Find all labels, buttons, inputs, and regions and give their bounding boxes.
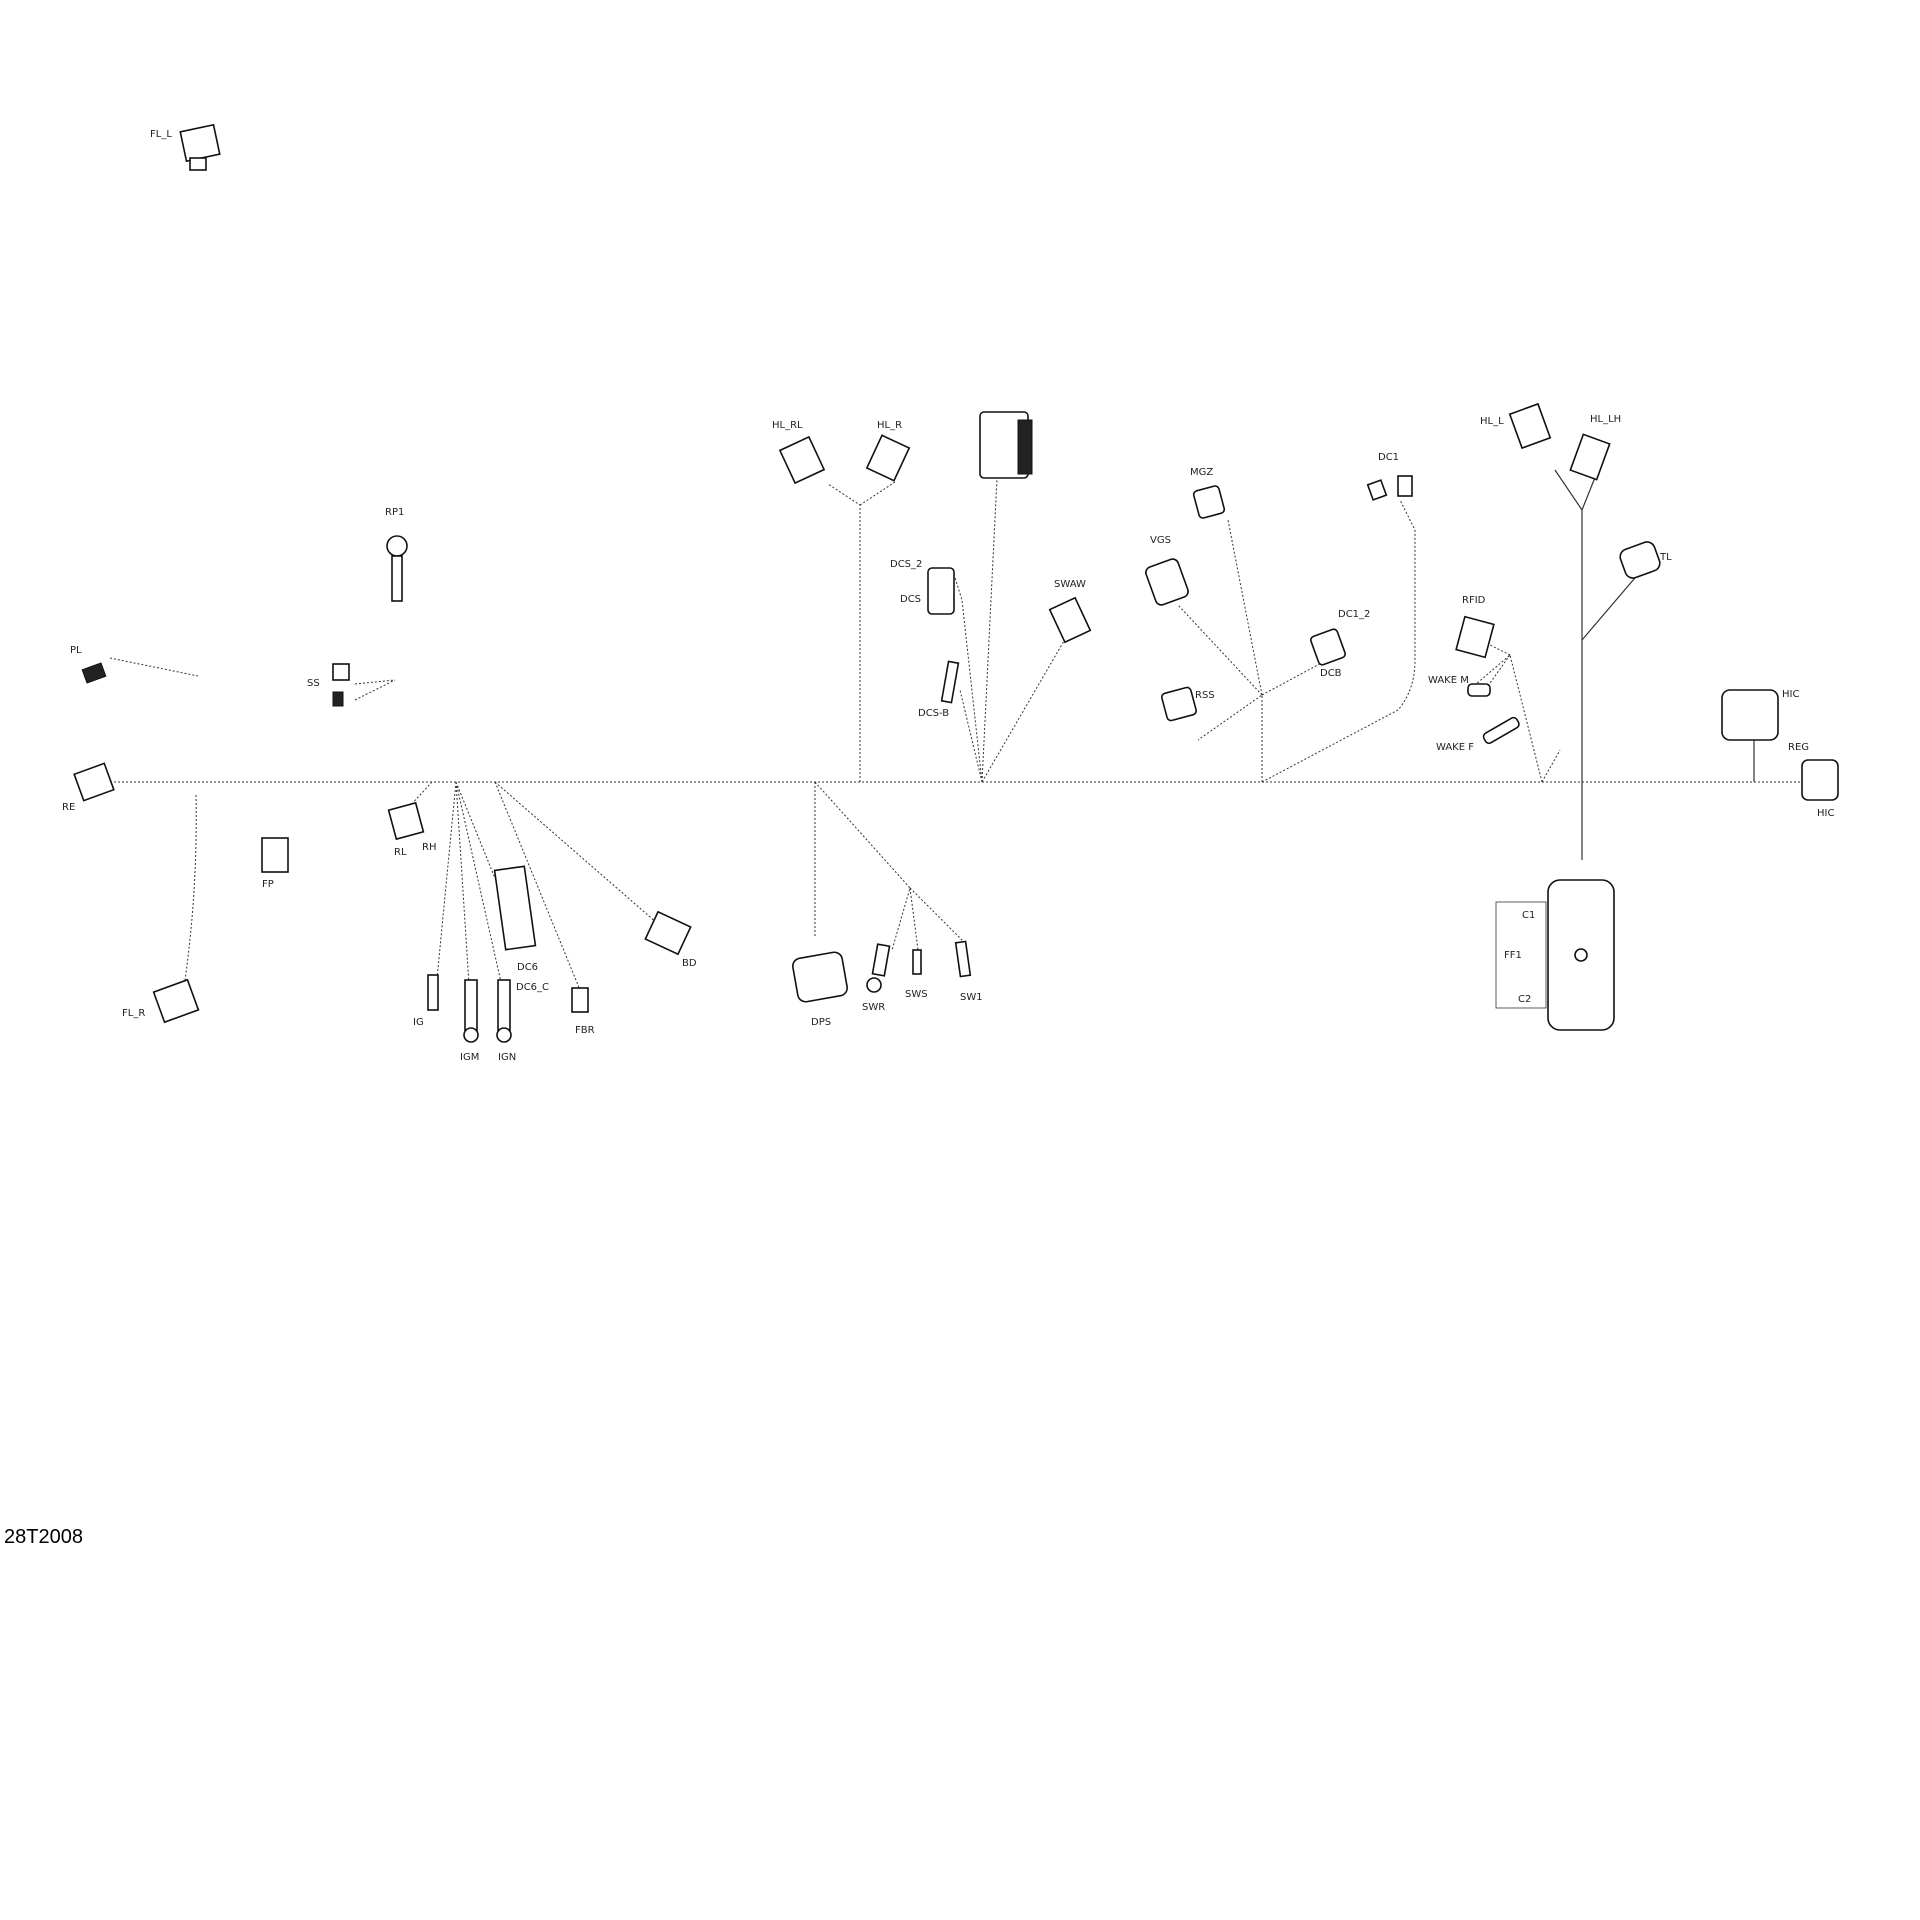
label-dc6: DC6	[517, 962, 538, 973]
label-rfid: RFID	[1462, 595, 1486, 606]
connector-hl-rl-icon	[778, 435, 826, 485]
label-hl-lh: HL_LH	[1590, 414, 1621, 425]
connector-dcb-icon	[1310, 628, 1346, 666]
ecu-module-icon	[1495, 879, 1615, 1031]
branch-fbr-bd	[494, 781, 666, 991]
connector-tl-icon	[1619, 541, 1661, 579]
connector-rfid-icon	[1455, 615, 1495, 659]
label-ign: IGN	[498, 1052, 516, 1063]
label-swr: SWR	[862, 1002, 885, 1013]
label-hic-top: HIC	[1782, 689, 1799, 700]
label-dcs-2: DCS_2	[890, 559, 922, 570]
label-ecu-ff1: FF1	[1504, 950, 1522, 961]
label-sw1: SW1	[960, 992, 983, 1003]
label-fbr: FBR	[575, 1025, 595, 1036]
label-fl-l: FL_L	[150, 129, 172, 140]
connector-swaw-icon	[1048, 596, 1092, 644]
label-tl: TL	[1659, 552, 1672, 563]
connector-fl-r-icon	[152, 978, 200, 1024]
connector-dps-icon	[792, 951, 848, 1003]
label-re: RE	[62, 802, 75, 813]
label-fp: FP	[262, 879, 274, 890]
ground-stud-ig-icon	[427, 974, 439, 1011]
branch-fl-r	[181, 794, 197, 1001]
connector-fl-l-icon	[179, 123, 221, 171]
fuse-dcs-b-icon	[940, 660, 960, 704]
branch-switches	[814, 781, 967, 951]
connector-dc1-icon	[1366, 475, 1413, 501]
label-hl-rl: HL_RL	[772, 420, 803, 431]
terminal-sw1-icon	[954, 940, 972, 978]
label-fl-r: FL_R	[122, 1008, 145, 1019]
label-ig: IG	[413, 1017, 424, 1028]
connector-hl-l-icon	[1508, 402, 1552, 450]
connector-large-block-icon	[979, 411, 1033, 479]
label-ecu-c1: C1	[1522, 910, 1535, 921]
label-rh: RH	[422, 842, 436, 853]
label-hl-r: HL_R	[877, 420, 902, 431]
branch-hl-l	[1554, 464, 1641, 782]
ring-terminal-igm-icon	[463, 979, 479, 1043]
connector-pl-icon	[81, 662, 107, 684]
connector-dcs-icon	[927, 567, 955, 615]
label-bd: BD	[682, 958, 697, 969]
terminal-sws-icon	[912, 949, 922, 975]
connector-bd-icon	[644, 910, 692, 956]
ring-terminal-ign-icon	[496, 979, 512, 1043]
label-mgz: MGZ	[1190, 467, 1213, 478]
label-wake-f: WAKE F	[1436, 742, 1474, 753]
label-dc1-2: DC1_2	[1338, 609, 1370, 620]
label-dcs: DCS	[900, 594, 921, 605]
ring-terminal-swr-icon	[866, 943, 891, 993]
branch-hl	[827, 481, 896, 782]
branch-ground-studs	[433, 781, 521, 1011]
connector-re-icon	[73, 762, 115, 802]
label-rss: RSS	[1195, 690, 1215, 701]
plug-wake-m-icon	[1467, 683, 1491, 697]
connector-hl-lh-icon	[1569, 433, 1611, 481]
connector-fbr-icon	[571, 987, 589, 1013]
connector-rl-icon	[387, 801, 425, 841]
label-dps: DPS	[811, 1017, 831, 1028]
plug-wake-f-icon	[1482, 716, 1520, 745]
ring-terminal-rp1-icon	[386, 535, 408, 602]
branch-rfid-wake	[1471, 635, 1561, 783]
connector-ss-icon	[332, 663, 350, 707]
label-igm: IGM	[460, 1052, 479, 1063]
connector-hic-bot-icon	[1801, 759, 1839, 801]
connector-fp-icon	[261, 837, 289, 873]
connector-hic-top-icon	[1721, 689, 1779, 741]
label-dcb: DCB	[1320, 668, 1342, 679]
label-sws: SWS	[905, 989, 928, 1000]
label-swaw: SWAW	[1054, 579, 1086, 590]
branch-vgs-mgz	[1177, 499, 1416, 783]
label-dc6-c: DC6_C	[516, 982, 549, 993]
label-rp1: RP1	[385, 507, 404, 518]
label-dcs-b: DCS-B	[918, 708, 949, 719]
label-hic-bot: HIC	[1817, 808, 1834, 819]
branch-ss	[354, 679, 396, 701]
label-wake-m: WAKE M	[1428, 675, 1469, 686]
diagram-reference-code: 28T2008	[4, 1526, 83, 1548]
connector-mgz-icon	[1192, 485, 1226, 519]
relay-dc6-icon	[493, 865, 537, 951]
branch-pl	[109, 657, 199, 677]
label-reg: REG	[1788, 742, 1809, 753]
label-hl-l: HL_L	[1480, 416, 1504, 427]
label-vgs: VGS	[1150, 535, 1171, 546]
connector-hl-r-icon	[865, 434, 911, 482]
label-ecu-c2: C2	[1518, 994, 1531, 1005]
label-rl-a: RL	[394, 847, 407, 858]
connector-rss-icon	[1160, 686, 1198, 722]
label-dc1: DC1	[1378, 452, 1399, 463]
connector-vgs-icon	[1145, 558, 1189, 606]
label-pl: PL	[70, 645, 82, 656]
label-ss: SS	[307, 678, 320, 689]
